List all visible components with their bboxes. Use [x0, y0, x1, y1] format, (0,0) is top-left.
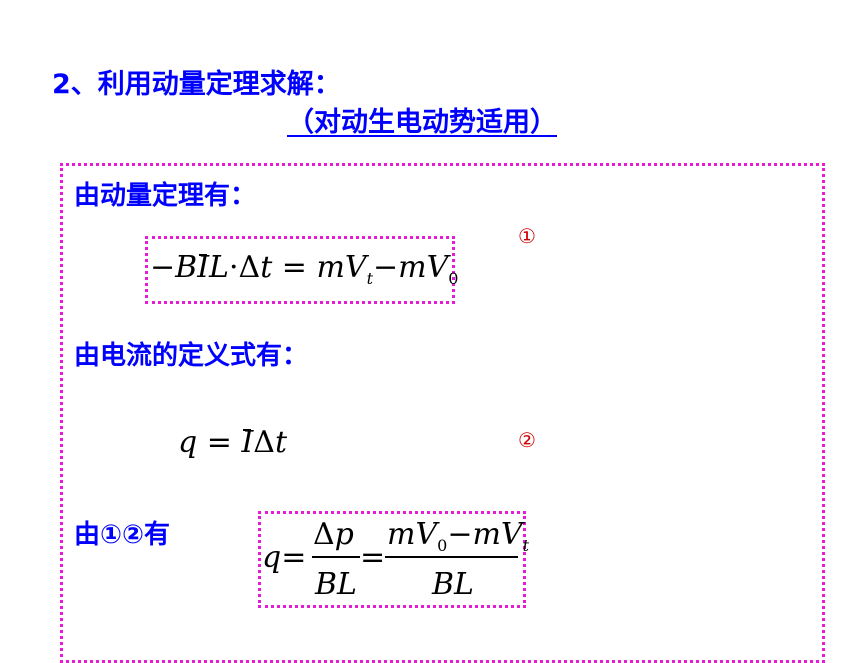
- current-label: 由电流的定义式有：: [74, 341, 309, 371]
- combine-label: 由①②有: [74, 520, 171, 550]
- momentum-label: 由动量定理有：: [74, 181, 257, 211]
- equation-1-box: [145, 236, 455, 304]
- equation-1: −BIL·Δt = mVt−mV0: [150, 250, 459, 288]
- marker-2: ②: [518, 428, 536, 452]
- marker-1: ①: [518, 224, 536, 248]
- section-title: 2、利用动量定理求解：: [52, 69, 341, 100]
- equation-2: q = IΔt: [178, 425, 288, 460]
- equation-3-box: [258, 511, 526, 608]
- section-subtitle: （对动生电动势适用）: [287, 107, 557, 138]
